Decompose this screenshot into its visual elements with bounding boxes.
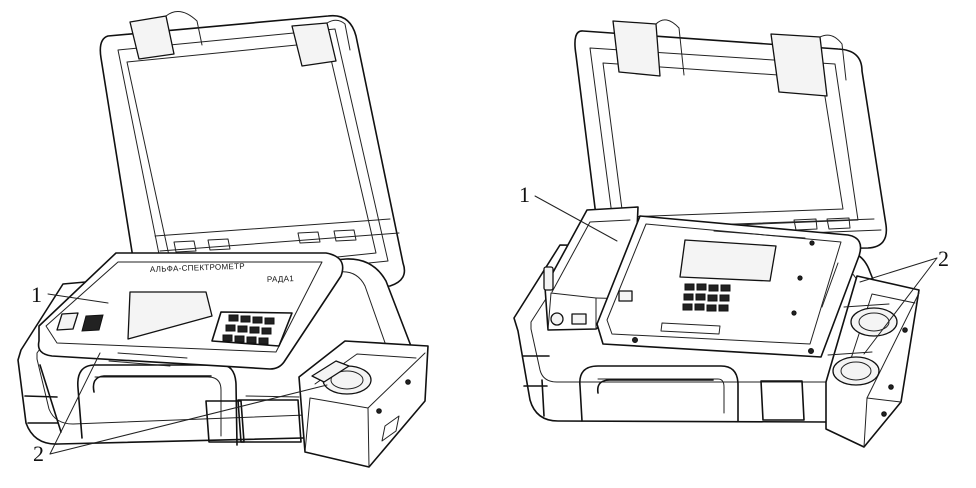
left-instrument-label: АЛЬФА-СПЕКТРОМЕТР bbox=[150, 262, 245, 274]
left-callout-2: 2 bbox=[33, 441, 44, 466]
right-callouts: 1 2 bbox=[519, 182, 949, 355]
left-instrument: АЛЬФА-СПЕКТРОМЕТР РАДА1 bbox=[37, 252, 344, 398]
right-drawers bbox=[825, 275, 920, 448]
left-device: АЛЬФА-СПЕКТРОМЕТР РАДА1 bbox=[17, 11, 429, 468]
right-device: 1 2 bbox=[513, 19, 949, 448]
right-callout-1: 1 bbox=[519, 182, 530, 207]
right-callout-2: 2 bbox=[938, 246, 949, 271]
left-instrument-model: РАДА1 bbox=[267, 274, 295, 284]
left-callout-1: 1 bbox=[31, 282, 42, 307]
right-instrument bbox=[596, 215, 862, 358]
left-drawer bbox=[298, 340, 429, 468]
left-callouts: 1 2 bbox=[31, 282, 328, 466]
left-open-lid bbox=[99, 11, 406, 302]
